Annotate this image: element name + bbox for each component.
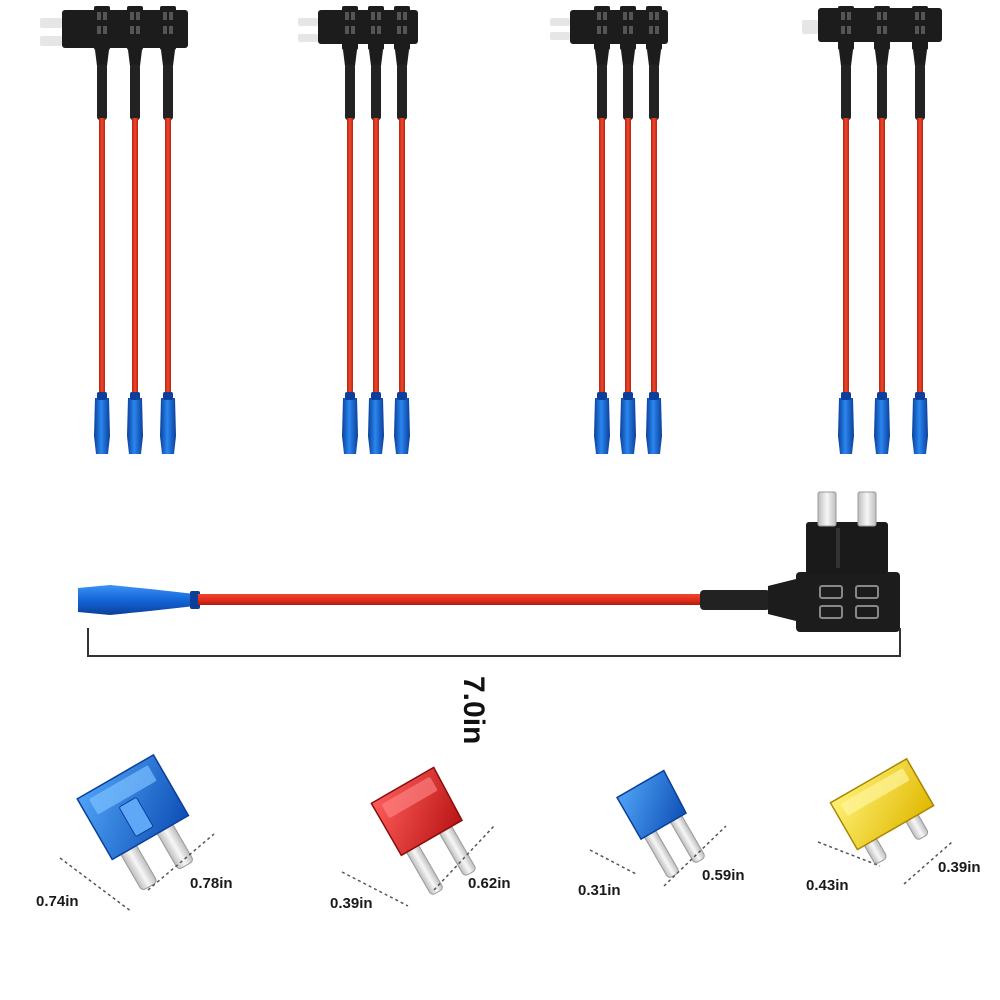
dimension-dashes (433, 825, 495, 891)
dimension-dashes (59, 857, 133, 913)
dimension-dashes (903, 841, 953, 885)
blue-terminal (78, 585, 195, 615)
tap-blade-slot (40, 36, 62, 46)
fuse-micro2-blue: 0.31in 0.59in (578, 769, 745, 899)
fuse-element (119, 797, 154, 837)
tap-blade (857, 491, 877, 527)
tap-upper-body (806, 522, 888, 574)
tap-blade-slot (298, 34, 318, 42)
fuse-tap (94, 6, 110, 454)
fuse-height-label: 0.78in (190, 875, 233, 892)
fuse-height-label: 0.62in (468, 875, 511, 892)
tap-group-mini (298, 6, 418, 454)
fuse-height-label: 0.39in (938, 859, 981, 876)
tap-upper-rib (836, 528, 840, 568)
fuse-width-label: 0.31in (578, 882, 621, 899)
fuse-tap-large (78, 491, 900, 632)
fuse-low-profile-yellow: 0.43in 0.39in (806, 757, 981, 894)
fuse-body (615, 769, 688, 841)
length-dimension: 7.0in (87, 628, 901, 744)
fuse-tap (368, 6, 384, 454)
wire-sleeve (700, 590, 770, 610)
fuse-tap (127, 6, 143, 454)
fuse-window (841, 768, 909, 816)
tap-housing (796, 572, 900, 632)
fuse-width-label: 0.74in (36, 893, 79, 910)
tap-blade-slot (802, 20, 818, 34)
fuse-tap (620, 6, 636, 454)
fuse-width-label: 0.43in (806, 877, 849, 894)
dimension-dashes (663, 825, 727, 887)
fuse-slot (819, 605, 843, 619)
tap-blade (817, 491, 837, 527)
dimension-dashes (147, 833, 215, 891)
length-label: 7.0in (457, 676, 490, 744)
terminal-collar (190, 591, 200, 609)
tap-group-standard (40, 6, 188, 454)
tap-group-low-profile (802, 6, 942, 454)
fuse-tap (394, 6, 410, 454)
housing-neck (768, 578, 800, 622)
dimension-dashes (341, 871, 409, 907)
fuse-tap (912, 6, 928, 454)
fuse-tap (342, 6, 358, 454)
fuse-slot (855, 605, 879, 619)
tap-blade-slot (40, 18, 62, 28)
fuse-width-label: 0.39in (330, 895, 373, 912)
fuse-slot (855, 585, 879, 599)
tap-group-micro2 (550, 6, 668, 454)
fuse-window (382, 777, 438, 818)
fuse-tap (874, 6, 890, 454)
fuse-window (89, 765, 157, 814)
fuse-body (370, 766, 463, 857)
tap-blade-slot (550, 32, 570, 40)
fuse-height-label: 0.59in (702, 867, 745, 884)
fuse-standard-blue: 0.74in 0.78in (36, 753, 233, 913)
fuse-mini-red: 0.39in 0.62in (330, 766, 511, 912)
fuse-tap (160, 6, 176, 454)
dimension-dashes (589, 849, 637, 875)
tap-base-housing (62, 10, 188, 48)
tap-blade-slot (298, 18, 318, 26)
dimension-dashes (817, 841, 881, 867)
fuse-tap (646, 6, 662, 454)
red-wire (198, 594, 706, 605)
fuse-slot (819, 585, 843, 599)
tap-blade-slot (550, 18, 570, 26)
fuse-body (829, 757, 935, 851)
fuse-tap (838, 6, 854, 454)
fuse-tap (594, 6, 610, 454)
